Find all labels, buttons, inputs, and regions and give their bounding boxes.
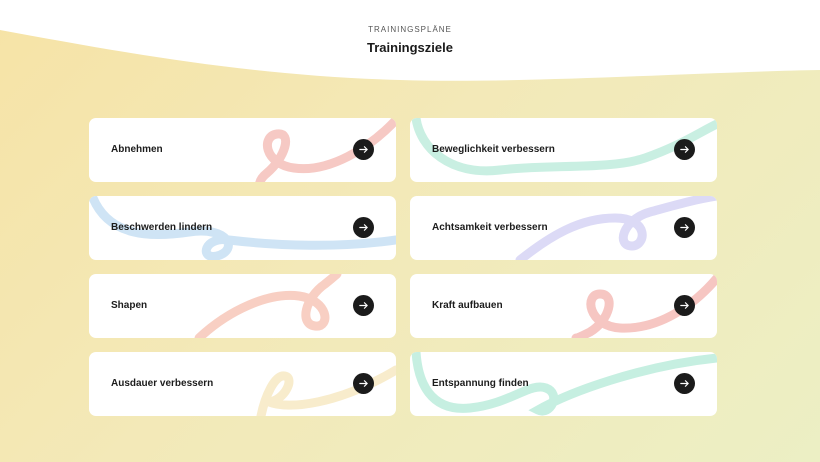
goal-label: Kraft aufbauen: [432, 300, 503, 311]
goal-label: Ausdauer verbessern: [111, 378, 214, 389]
goal-card-entspannung[interactable]: Entspannung finden: [410, 352, 717, 416]
goal-card-kraft[interactable]: Kraft aufbauen: [410, 274, 717, 338]
goal-label: Beschwerden lindern: [111, 222, 213, 233]
section-eyebrow: TRAININGSPLÄNE: [368, 25, 452, 34]
goal-label: Achtsamkeit verbessern: [432, 222, 548, 233]
arrow-right-icon[interactable]: [353, 373, 374, 394]
goal-card-beschwerden[interactable]: Beschwerden lindern: [89, 196, 396, 260]
goal-card-ausdauer[interactable]: Ausdauer verbessern: [89, 352, 396, 416]
arrow-right-icon[interactable]: [674, 217, 695, 238]
arrow-right-icon[interactable]: [353, 139, 374, 160]
header-wave-background: [0, 0, 820, 81]
goal-label: Beweglichkeit verbessern: [432, 144, 555, 155]
arrow-right-icon[interactable]: [674, 373, 695, 394]
decorative-squiggle: [194, 274, 342, 338]
decorative-squiggle: [515, 196, 717, 260]
goal-label: Shapen: [111, 300, 148, 311]
goal-card-beweglichkeit[interactable]: Beweglichkeit verbessern: [410, 118, 717, 182]
decorative-squiggle: [89, 196, 396, 260]
training-goals-grid: Abnehmen Beweglichkeit verbessern Beschw…: [89, 118, 717, 416]
decorative-squiggle: [411, 352, 717, 416]
goal-card-abnehmen[interactable]: Abnehmen: [89, 118, 396, 182]
arrow-right-icon[interactable]: [674, 295, 695, 316]
arrow-right-icon[interactable]: [674, 139, 695, 160]
goal-label: Entspannung finden: [432, 378, 529, 389]
goal-label: Abnehmen: [111, 144, 163, 155]
decorative-squiggle: [255, 118, 396, 182]
arrow-right-icon[interactable]: [353, 217, 374, 238]
page-title: Trainingsziele: [367, 40, 453, 55]
arrow-right-icon[interactable]: [353, 295, 374, 316]
decorative-squiggle: [256, 365, 396, 416]
goal-card-achtsamkeit[interactable]: Achtsamkeit verbessern: [410, 196, 717, 260]
decorative-squiggle: [571, 274, 717, 338]
goal-card-shapen[interactable]: Shapen: [89, 274, 396, 338]
